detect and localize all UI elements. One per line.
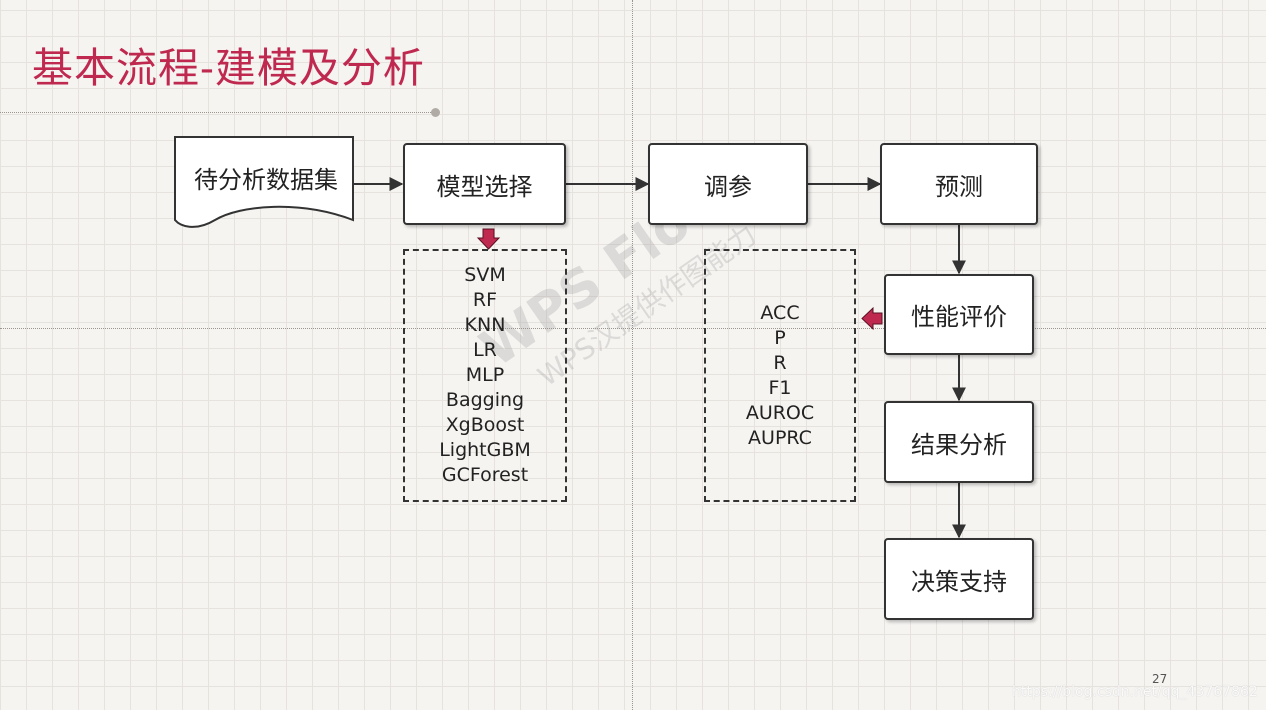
- metric-item: AUROC: [745, 402, 815, 424]
- metric-item: F1: [768, 377, 792, 399]
- tuning-label: 调参: [704, 172, 752, 201]
- model-item: MLP: [465, 364, 505, 386]
- model-select-label: 模型选择: [436, 172, 533, 201]
- metric-item: ACC: [760, 302, 800, 324]
- metric-item: R: [773, 352, 787, 374]
- metric-item: AUPRC: [748, 427, 812, 449]
- result-analysis-label: 结果分析: [911, 430, 1007, 459]
- result-analysis-box: 结果分析: [884, 401, 1034, 483]
- predict-label: 预测: [935, 172, 983, 201]
- tuning-box: 调参: [648, 143, 808, 225]
- model-item: KNN: [464, 314, 506, 336]
- guide-line-vertical: [632, 0, 633, 710]
- slide-title: 基本流程-建模及分析: [32, 44, 425, 92]
- evaluate-box: 性能评价: [884, 274, 1034, 355]
- model-item: LightGBM: [439, 439, 531, 461]
- model-item: XgBoost: [445, 414, 525, 436]
- title-underline-dot: [431, 108, 440, 117]
- model-item: Bagging: [445, 389, 525, 411]
- page-number: 27: [1152, 672, 1168, 686]
- model-item: LR: [473, 339, 497, 361]
- model-select-box: 模型选择: [403, 143, 566, 225]
- dataset-label: 待分析数据集: [194, 166, 338, 194]
- model-item: RF: [472, 289, 498, 311]
- red-arrow-left: [861, 306, 883, 331]
- models-list-box: SVM RF KNN LR MLP Bagging XgBoost LightG…: [403, 249, 567, 502]
- metric-item: P: [774, 327, 786, 349]
- metrics-list-box: ACC P R F1 AUROC AUPRC: [704, 249, 856, 502]
- guide-line-horizontal: [0, 328, 1266, 329]
- title-underline: [0, 112, 435, 113]
- decision-support-label: 决策支持: [911, 567, 1007, 596]
- decision-support-box: 决策支持: [884, 538, 1034, 620]
- dataset-document-shape: [174, 136, 354, 228]
- evaluate-label: 性能评价: [911, 303, 1007, 331]
- model-item: GCForest: [441, 464, 529, 486]
- red-arrow-down: [476, 228, 501, 250]
- footer-url: https://blog.csdn.net/qq_43767862: [1012, 684, 1258, 700]
- model-item: SVM: [464, 264, 506, 286]
- predict-box: 预测: [880, 143, 1038, 225]
